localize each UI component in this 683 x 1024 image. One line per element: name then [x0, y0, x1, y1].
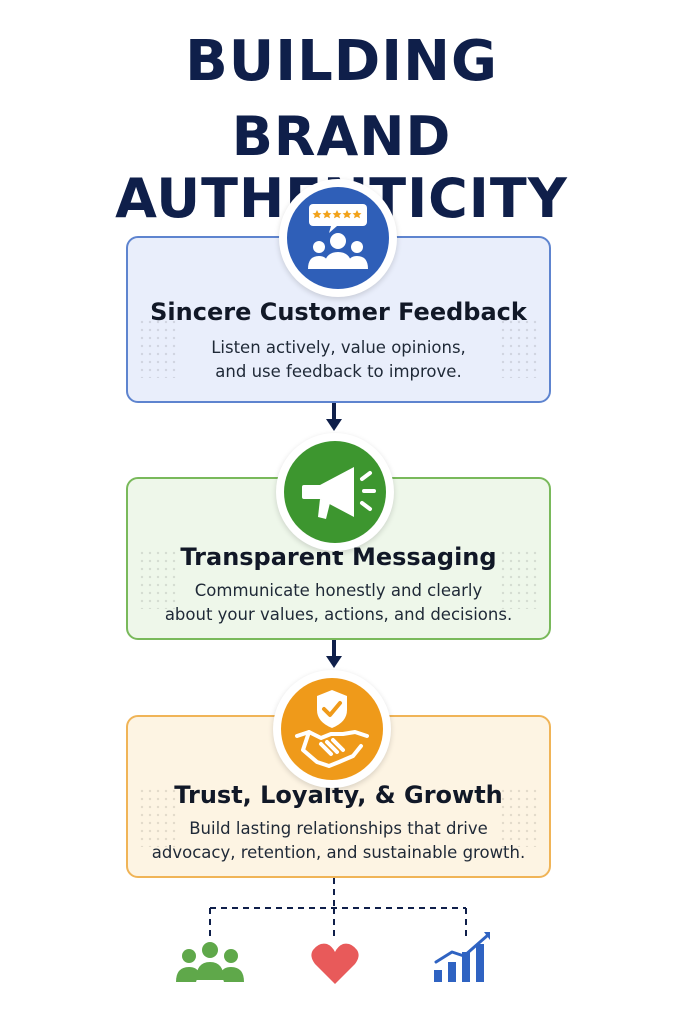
badge-feedback [279, 179, 397, 297]
step-description: Listen actively, value opinions, and use… [211, 338, 466, 381]
step-description: Build lasting relationships that drive a… [151, 819, 526, 862]
community-icon [176, 942, 244, 982]
decorative-dots [138, 549, 178, 609]
decorative-dots [138, 787, 178, 847]
decorative-dots [499, 787, 539, 847]
badge-messaging [276, 433, 394, 551]
step-heading: Sincere Customer Feedback [150, 298, 527, 326]
title-line-1: BUILDING [185, 29, 498, 94]
decorative-dots [138, 318, 178, 378]
heart-icon [311, 943, 359, 984]
megaphone-icon [302, 467, 376, 519]
handshake-shield-icon [295, 690, 369, 768]
arrow-down-icon [326, 403, 342, 431]
customer-review-icon [308, 204, 368, 269]
step-card-feedback: Sincere Customer Feedback Listen activel… [126, 236, 551, 403]
step-card-trust: Trust, Loyalty, & Growth Build lasting r… [126, 715, 551, 878]
step-description: Communicate honestly and clearly about y… [164, 581, 513, 624]
badge-trust [273, 670, 391, 788]
step-card-messaging: Transparent Messaging Communicate honest… [126, 477, 551, 640]
decorative-dots [499, 318, 539, 378]
growth-chart-icon [434, 932, 490, 982]
dashed-connector [209, 878, 467, 936]
decorative-dots [499, 549, 539, 609]
arrow-down-icon [326, 640, 342, 668]
